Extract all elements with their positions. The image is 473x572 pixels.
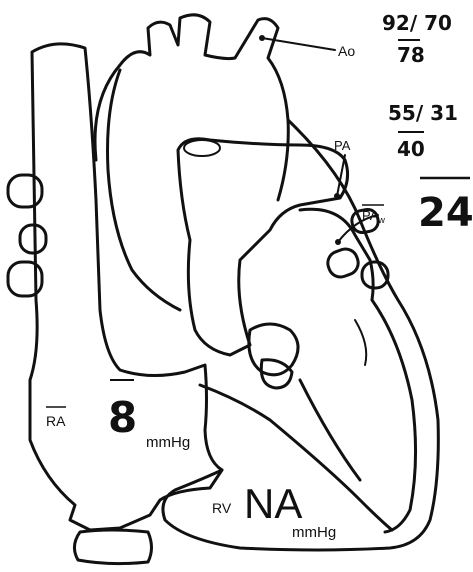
label-ao: Ao [338, 43, 355, 59]
label-pa: PA [334, 138, 351, 153]
ao-mean: 78 [397, 43, 425, 67]
rv-outflow [249, 324, 298, 375]
label-ra: RA [46, 413, 66, 429]
pa-pressure: 55/ 31 [388, 101, 458, 125]
label-rv: RV [212, 500, 232, 516]
ivc-opening [74, 530, 151, 564]
aortic-arch [95, 15, 288, 200]
paw-catheter-tip [335, 239, 341, 245]
superior-vena-cava [30, 44, 222, 530]
rv-free-wall [300, 380, 360, 480]
septum-inner [372, 300, 416, 532]
pa-branch-left [184, 140, 220, 156]
la-appendage [355, 320, 366, 365]
label-pa-w: PAw [362, 208, 385, 225]
rv-unit: mmHg [292, 524, 336, 541]
ascending-aorta [108, 70, 181, 310]
rv-value: NA [244, 480, 302, 527]
pulmonary-artery [178, 139, 348, 355]
ao-catheter-tip [259, 35, 265, 41]
pa-mean: 40 [397, 137, 425, 161]
pulmonary-veins-left [8, 175, 46, 296]
ra-unit: mmHg [146, 434, 190, 451]
pa-catheter-tip [334, 193, 340, 199]
ao-pressure: 92/ 70 [382, 11, 452, 35]
paw-mean: 24 [418, 190, 473, 236]
ra-mean: 8 [108, 393, 137, 442]
